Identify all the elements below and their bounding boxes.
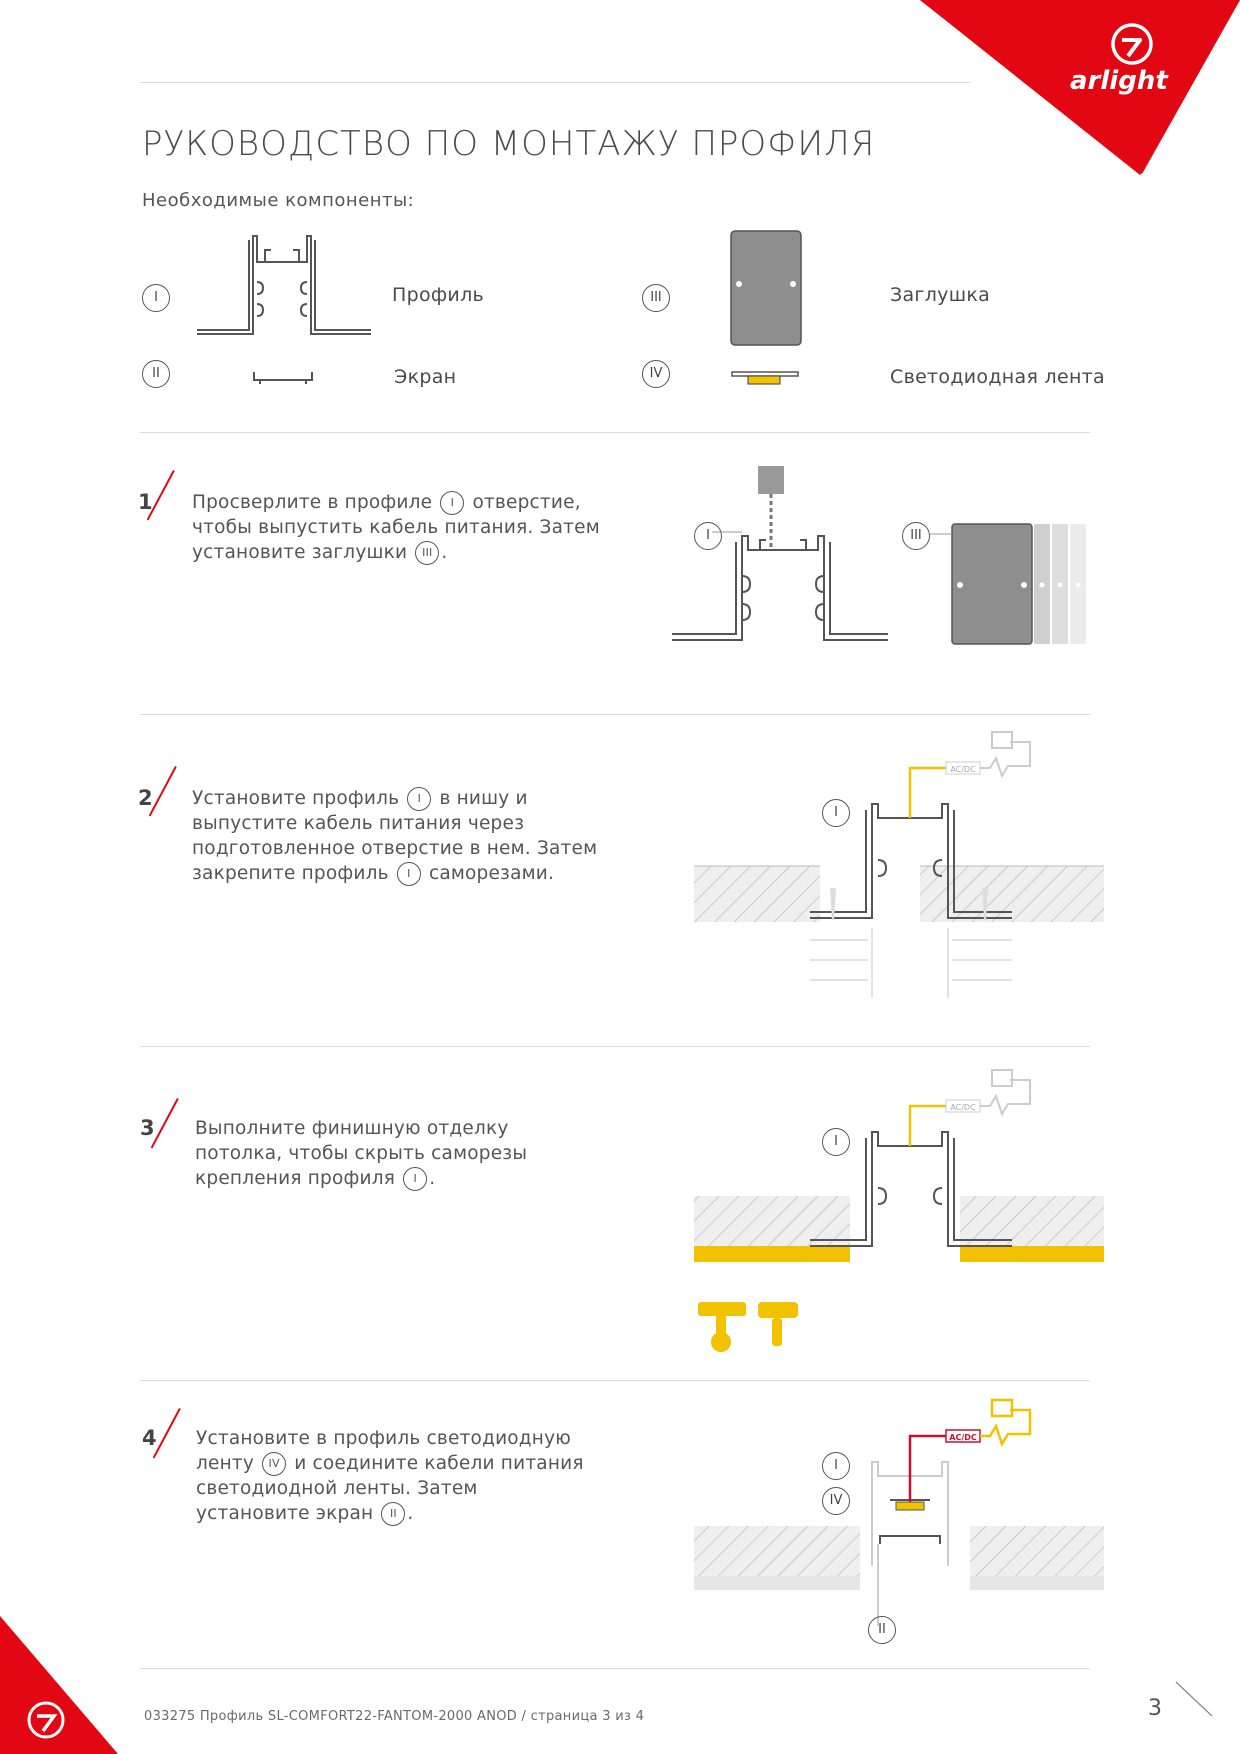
profile-icon: [197, 235, 371, 335]
step-2-number: 2: [138, 786, 153, 810]
component-label-cap: Заглушка: [890, 284, 991, 306]
components-heading: Необходимые компоненты:: [142, 190, 415, 211]
page-title: РУКОВОДСТВО ПО МОНТАЖУ ПРОФИЛЯ: [142, 124, 876, 164]
led-tape-icon: [731, 371, 799, 385]
page-number: 3: [1148, 1696, 1162, 1721]
step-1-number: 1: [138, 490, 153, 514]
divider-bottom: [140, 1668, 1090, 1669]
step-1-label-cap: III: [902, 522, 930, 550]
footer-text: 033275 Профиль SL-COMFORT22-FANTOM-2000 …: [144, 1709, 645, 1724]
ref-i: I: [407, 787, 432, 811]
brand-corner-bottom: [0, 1616, 118, 1754]
step-3-label-profile: I: [822, 1128, 850, 1156]
step-3-driver-label: AC/DC: [950, 1103, 976, 1112]
screen-icon: [253, 372, 313, 384]
ref-iv: IV: [262, 1452, 287, 1476]
end-cap-icon: [730, 230, 802, 346]
divider-3: [140, 1046, 1090, 1047]
divider-1: [140, 432, 1090, 433]
step-2-label-profile: I: [822, 799, 850, 827]
divider-4: [140, 1380, 1090, 1381]
trowel-icon: [698, 1302, 746, 1352]
component-label-screen: Экран: [394, 366, 457, 388]
paint-roller-icon: [758, 1302, 798, 1346]
top-rule: [140, 82, 970, 83]
step-2-text: Установите профиль I в нишу и выпустите …: [192, 787, 598, 886]
ref-i: I: [403, 1167, 428, 1191]
component-number-iv: IV: [642, 360, 670, 388]
brand-logo: arlight: [1068, 22, 1188, 112]
component-label-led-tape: Светодиодная лента: [890, 366, 1105, 388]
step-2-install-diagram: AC/DC: [694, 731, 1104, 1018]
step-4-label-tape: IV: [822, 1487, 850, 1515]
ref-i: I: [440, 491, 465, 515]
logo-text: arlight: [1070, 66, 1168, 96]
step-3-number: 3: [140, 1116, 155, 1140]
divider-2: [140, 714, 1090, 715]
step-3-finish-diagram: AC/DC: [694, 1069, 1104, 1352]
step-4-text: Установите в профиль светодиодную ленту …: [196, 1428, 584, 1526]
component-label-profile: Профиль: [392, 284, 485, 306]
step-4-label-screen: II: [868, 1616, 896, 1644]
brand-corner-top: [920, 0, 1240, 175]
step-3-text: Выполните финишную отделку потолка, чтоб…: [195, 1118, 528, 1191]
ref-ii: II: [381, 1502, 406, 1526]
step-1-text: Просверлите в профиле I отверстие, чтобы…: [192, 491, 600, 565]
step-4-slash: [152, 1408, 181, 1459]
component-number-ii: II: [142, 360, 170, 388]
step-4-label-profile: I: [822, 1452, 850, 1480]
component-number-i: I: [142, 284, 170, 312]
step-1-label-profile: I: [694, 522, 722, 550]
step-4-number: 4: [142, 1426, 157, 1450]
component-number-iii: III: [642, 284, 670, 312]
step-4-led-diagram: AC/DC: [694, 1398, 1104, 1626]
step-4-driver-label: AC/DC: [949, 1433, 977, 1442]
step-2-slash: [148, 766, 177, 817]
step-1-drill-diagram: [672, 466, 1086, 645]
step-2-driver-label: AC/DC: [950, 765, 976, 774]
ref-i: I: [396, 862, 421, 886]
ref-iii: III: [415, 541, 440, 565]
logo-mark-icon: [1111, 23, 1153, 65]
step-3-slash: [150, 1098, 179, 1149]
page-corner-line: [1175, 1681, 1213, 1717]
